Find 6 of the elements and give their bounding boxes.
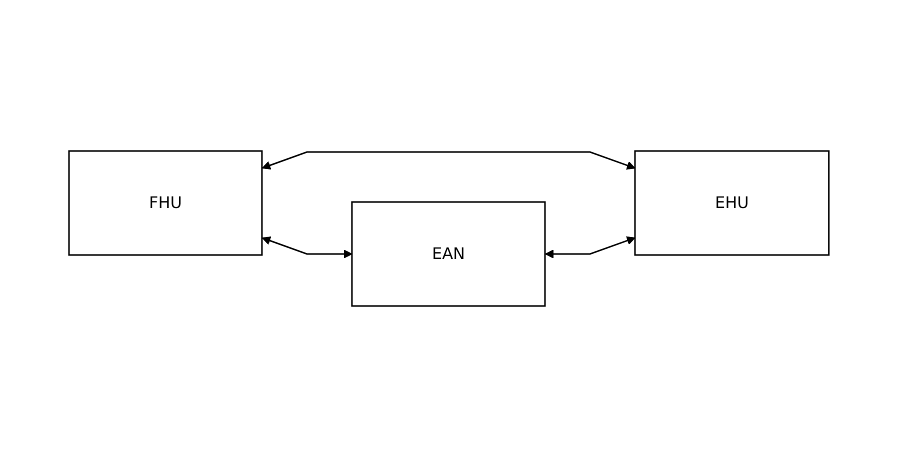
node-box: EAN xyxy=(350,201,546,307)
arrow xyxy=(544,236,635,258)
arrow xyxy=(262,151,635,170)
node-box: FHU xyxy=(68,150,262,256)
node-box: EHU xyxy=(634,150,830,256)
arrow xyxy=(262,236,352,258)
